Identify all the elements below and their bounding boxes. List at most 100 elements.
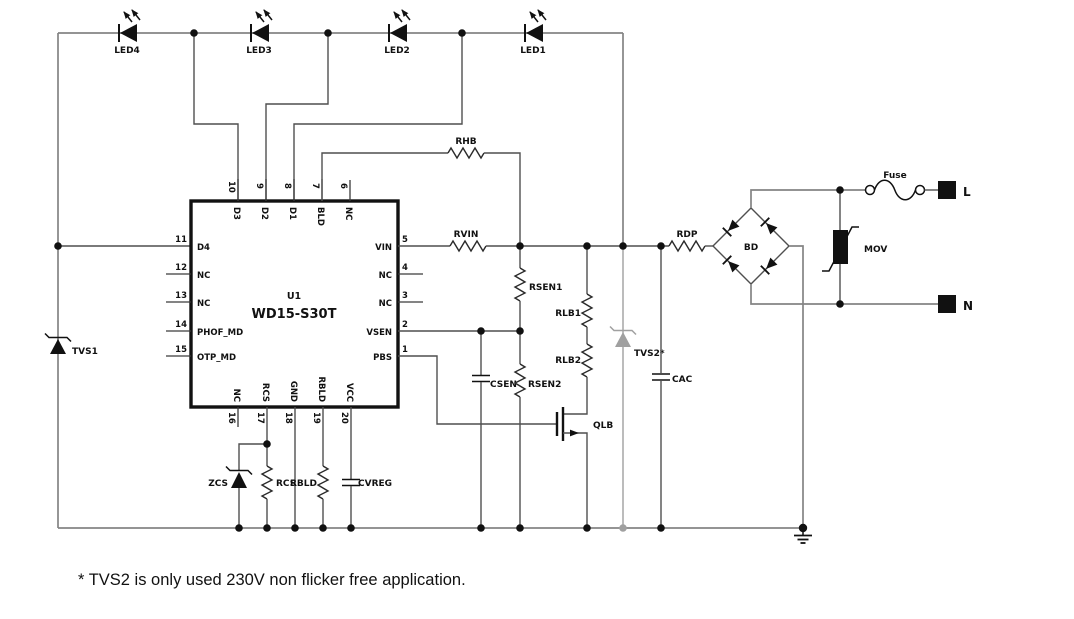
pin7-name: BLD (315, 207, 325, 226)
pin9-name: D2 (259, 207, 269, 220)
rdp-label: RDP (677, 230, 698, 240)
led1-label: LED1 (520, 46, 546, 56)
wire-d1 (293, 33, 463, 201)
led4-triangle (120, 24, 137, 42)
zcs-jog-wire (238, 443, 267, 470)
pin7-number: 7 (310, 183, 320, 189)
pin19-name: RBLD (316, 377, 326, 403)
mov-varistor: MOV (822, 190, 887, 304)
rvin-label: RVIN (454, 230, 479, 240)
rlb1-resistor (580, 293, 594, 328)
ic-part-number: WD15-S30T (252, 307, 337, 322)
pin20-name: VCC (344, 383, 354, 402)
rbld-resistor (316, 465, 330, 500)
fuse-end-circle (864, 184, 876, 196)
pin3-number: 3 (402, 291, 408, 301)
pin13-number: 13 (175, 291, 187, 301)
rbld-label: RBLD (290, 479, 317, 489)
rsen2-label: RSEN2 (528, 380, 561, 390)
power-rails (57, 32, 803, 529)
pin15-name: OTP_MD (197, 353, 236, 363)
rhb-label: RHB (455, 137, 476, 147)
led4-symbol: LED4 (114, 9, 141, 56)
pin6-number: 6 (338, 183, 348, 189)
fuse-wave (873, 179, 917, 201)
bridge-diode-icon (760, 217, 778, 235)
qlb-source-arrow-icon (570, 429, 579, 437)
pin4-name: NC (379, 271, 392, 281)
pin8-name: D1 (287, 207, 297, 220)
csen-label: CSEN (490, 380, 517, 390)
pin19-number: 19 (311, 412, 321, 424)
rcs-label: RCS (276, 479, 296, 489)
led1-emission-arrow-icon (529, 11, 539, 23)
led4-label: LED4 (114, 46, 140, 56)
led3-emission-arrow-icon (263, 9, 273, 21)
bridge-rectifier: BD (712, 189, 938, 528)
led3-label: LED3 (246, 46, 272, 56)
rlb2-resistor (580, 343, 594, 378)
led3-symbol: LED3 (246, 9, 273, 56)
junction-dots (54, 29, 844, 533)
bridge-return-wire (789, 245, 804, 528)
led2-triangle (390, 24, 407, 42)
pin14-number: 14 (175, 320, 187, 330)
led4-emission-arrow-icon (131, 9, 141, 21)
tvs1-diode-triangle (50, 339, 66, 354)
neutral-terminal-label: N (963, 299, 973, 313)
wire-d2 (265, 33, 329, 201)
tvs1-cathode-bar (44, 332, 72, 343)
rvin-resistor (449, 239, 487, 253)
zcs-cathode-bar (225, 465, 253, 476)
neutral-terminal-square (938, 295, 956, 313)
pin13-name: NC (197, 299, 210, 309)
tvs2-gray-junction (619, 524, 627, 532)
ic-ref: U1 (287, 291, 301, 302)
tvs2-cathode-bar (609, 325, 637, 336)
led1-triangle (526, 24, 543, 42)
bleeder-branch: RLB1 RLB2 QLB (398, 246, 613, 528)
line-terminal-label: L (963, 185, 971, 199)
pin1-number: 1 (402, 345, 408, 355)
bridge-diode-icon (722, 255, 740, 273)
tvs2-diode-triangle (615, 332, 631, 347)
led3-emission-arrow-icon (255, 11, 265, 23)
pin20-number: 20 (339, 412, 349, 424)
rsen2-resistor (513, 363, 527, 398)
rdp-resistor (668, 239, 706, 253)
led1-emission-arrow-icon (537, 9, 547, 21)
rhb-wire-right (484, 152, 521, 246)
rsen1-label: RSEN1 (529, 283, 562, 293)
pin16-number: 16 (226, 412, 236, 424)
pin3-name: NC (379, 299, 392, 309)
ic-wd15-s30t: U1 WD15-S30T 10 9 8 7 6 D3 D2 D1 BLD NC … (166, 179, 423, 427)
pin6-name: NC (343, 207, 353, 220)
rsen1-resistor (513, 267, 527, 302)
pin15-number: 15 (175, 345, 187, 355)
pin9-number: 9 (254, 183, 264, 189)
bottom-components: ZCS RCS RBLD CVREG (208, 407, 392, 528)
cac-branch: CAC (652, 246, 693, 528)
bridge-diode-icon (760, 257, 778, 275)
pin1-name: PBS (373, 353, 392, 363)
footnote: * TVS2 is only used 230V non flicker fre… (78, 571, 466, 589)
qlb-label: QLB (593, 421, 613, 431)
pin18-number: 18 (283, 412, 293, 424)
pin5-name: VIN (375, 243, 392, 253)
led2-label: LED2 (384, 46, 410, 56)
fuse-symbol: Fuse (864, 171, 938, 201)
bridge-diode-icon (722, 219, 740, 237)
rhb-branch: RHB (321, 137, 521, 246)
rlb1-label: RLB1 (555, 309, 581, 319)
bd-label: BD (744, 243, 758, 253)
led2-symbol: LED2 (384, 9, 411, 56)
rlb2-label: RLB2 (555, 356, 581, 366)
tvs2-branch: TVS2* (609, 246, 665, 528)
led1-symbol: LED1 (520, 9, 547, 56)
vin-rail: RVIN RDP (398, 230, 713, 253)
tvs2-label: TVS2* (634, 349, 665, 359)
pin12-number: 12 (175, 263, 187, 273)
pbs-gate-wire (398, 355, 557, 425)
